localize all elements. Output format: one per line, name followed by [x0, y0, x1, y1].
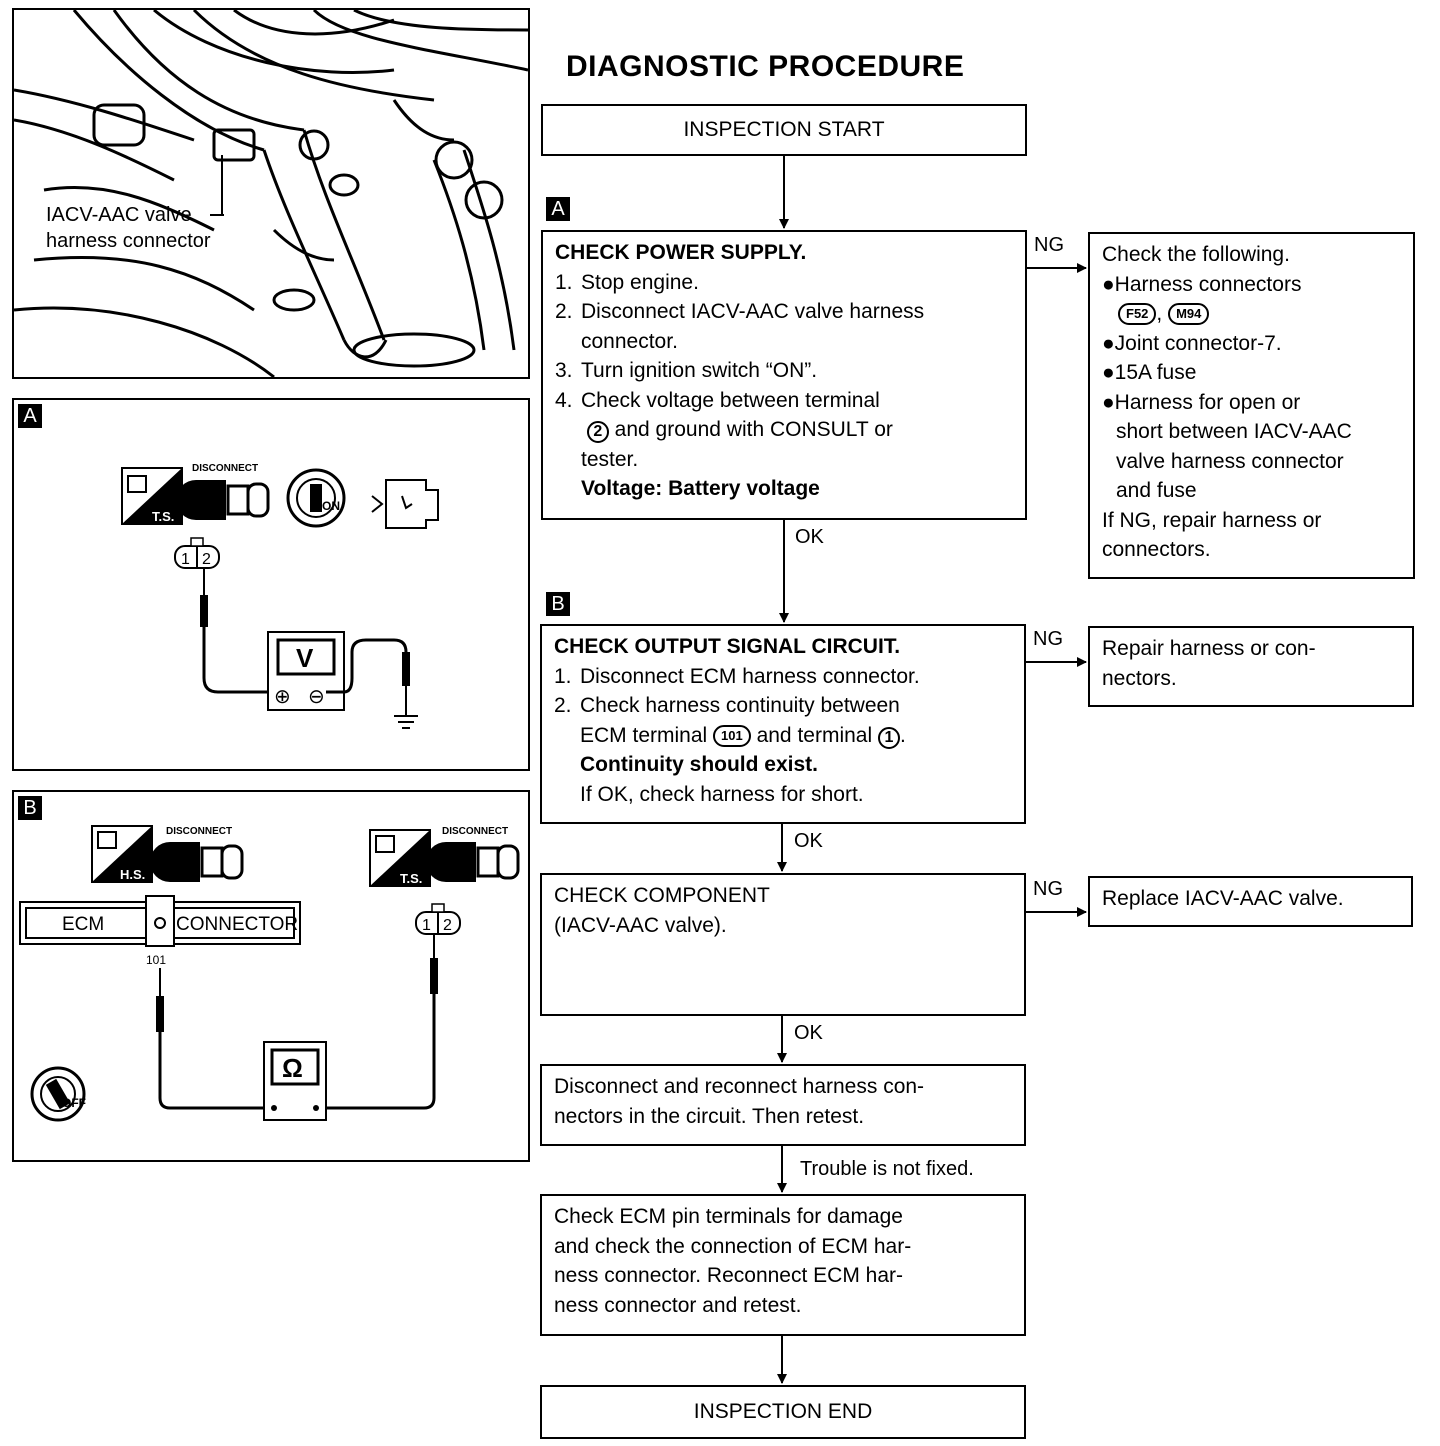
panel-b-continuity-check: B H.S. DISCONNECT T.S. DISCONNECT	[12, 790, 530, 1162]
svg-text:⊕: ⊕	[274, 686, 291, 708]
svg-text:ECM: ECM	[62, 914, 104, 935]
engine-photo-panel: IACV-AAC valve harness connector	[12, 8, 530, 379]
terminal-1-circle: 1	[877, 726, 900, 749]
ecm-connector: ECM CONNECTOR 101	[19, 895, 301, 967]
ng3-result-box: Replace IACV-AAC valve.	[1088, 876, 1413, 927]
svg-text:2: 2	[443, 917, 452, 934]
page-title: DIAGNOSTIC PROCEDURE	[566, 50, 965, 83]
svg-text:1: 1	[181, 551, 190, 568]
check-component-box: CHECK COMPONENT (IACV-AAC valve).	[540, 873, 1026, 1016]
svg-text:Ω: Ω	[282, 1053, 303, 1083]
svg-text:2: 2	[202, 551, 211, 568]
ng1-result-box: Check the following. ●Harness connectors…	[1088, 232, 1415, 579]
check-output-signal-box: CHECK OUTPUT SIGNAL CIRCUIT. 1.Disconnec…	[540, 624, 1026, 824]
reconnect-retest-box: Disconnect and reconnect harness con- ne…	[540, 1064, 1026, 1146]
disconnect-icon-right: DISCONNECT	[426, 826, 520, 882]
disconnect-icon-left: DISCONNECT	[150, 826, 244, 882]
ohmmeter-icon: Ω	[263, 1041, 327, 1121]
ts-icon-right: T.S.	[369, 829, 431, 887]
photo-label-line2: harness connector	[46, 230, 211, 252]
ecm-terminal-101: 101	[713, 724, 751, 747]
connector-1-2-right: 1 2	[415, 903, 461, 935]
ok3-label: OK	[794, 1022, 823, 1044]
check-power-supply-box: CHECK POWER SUPPLY. 1.Stop engine. 2.Dis…	[541, 230, 1027, 520]
svg-text:101: 101	[146, 953, 166, 967]
panel-a-badge: A	[18, 404, 42, 428]
step-a-badge: A	[546, 197, 570, 221]
svg-text:⊖: ⊖	[308, 686, 325, 708]
svg-text:DISCONNECT: DISCONNECT	[192, 463, 258, 474]
ng1-label: NG	[1034, 234, 1064, 256]
connector-f52: F52	[1118, 303, 1157, 326]
voltage-spec: Voltage: Battery voltage	[581, 477, 820, 500]
voltmeter-icon: V ⊕ ⊖	[267, 631, 345, 711]
svg-text:T.S.: T.S.	[400, 871, 422, 886]
svg-text:V: V	[296, 643, 314, 673]
inspection-end-box: INSPECTION END	[540, 1385, 1026, 1439]
disconnect-icon: DISCONNECT	[176, 463, 270, 520]
hs-icon: H.S.	[91, 825, 153, 883]
svg-text:DISCONNECT: DISCONNECT	[442, 826, 508, 837]
ignition-on-icon: ON	[286, 468, 346, 528]
panel-b-diagram: H.S. DISCONNECT T.S. DISCONNECT ECM	[19, 825, 520, 1122]
panel-a-diagram: T.S. DISCONNECT ON 1 2	[121, 463, 439, 729]
svg-text:DISCONNECT: DISCONNECT	[166, 826, 232, 837]
engine-icon	[371, 479, 439, 529]
terminal-2-circle: 2	[586, 421, 609, 443]
ignition-off-icon: OFF	[30, 1066, 86, 1122]
ng2-result-box: Repair harness or con- nectors.	[1088, 626, 1414, 707]
connector-m94: M94	[1168, 303, 1210, 326]
step1-item1: 1.Stop engine.	[555, 270, 699, 294]
trouble-not-fixed-label: Trouble is not fixed.	[800, 1158, 974, 1180]
check-ecm-pins-box: Check ECM pin terminals for damage and c…	[540, 1194, 1026, 1336]
ng3-label: NG	[1033, 878, 1063, 900]
engine-illustration	[13, 8, 529, 379]
step-b-badge: B	[546, 592, 570, 616]
panel-a-voltage-check: A T.S. DISCONNECT ON	[12, 398, 530, 771]
svg-text:CONNECTOR: CONNECTOR	[176, 914, 298, 935]
step1-title: CHECK POWER SUPPLY.	[555, 241, 807, 264]
svg-text:T.S.: T.S.	[152, 509, 174, 524]
panel-b-badge: B	[18, 796, 42, 820]
inspection-start-box: INSPECTION START	[541, 104, 1027, 156]
photo-label-line1: IACV-AAC valve	[46, 204, 192, 226]
svg-text:H.S.: H.S.	[120, 867, 145, 882]
step2-item1: 1.Disconnect ECM harness connector.	[554, 664, 920, 688]
connector-1-2: 1 2	[174, 537, 220, 569]
step1-item4: 4.Check voltage between terminal 2 and g…	[555, 388, 893, 501]
svg-text:1: 1	[422, 917, 431, 934]
step2-title: CHECK OUTPUT SIGNAL CIRCUIT.	[554, 635, 901, 658]
ts-icon: T.S.	[121, 467, 183, 525]
ok2-label: OK	[794, 830, 823, 852]
svg-text:ON: ON	[322, 499, 340, 513]
step1-item3: 3.Turn ignition switch “ON”.	[555, 359, 818, 382]
continuity-spec: Continuity should exist.	[580, 753, 819, 776]
svg-text:OFF: OFF	[62, 1096, 86, 1110]
ok1-label: OK	[795, 526, 824, 548]
ng2-label: NG	[1033, 628, 1063, 650]
